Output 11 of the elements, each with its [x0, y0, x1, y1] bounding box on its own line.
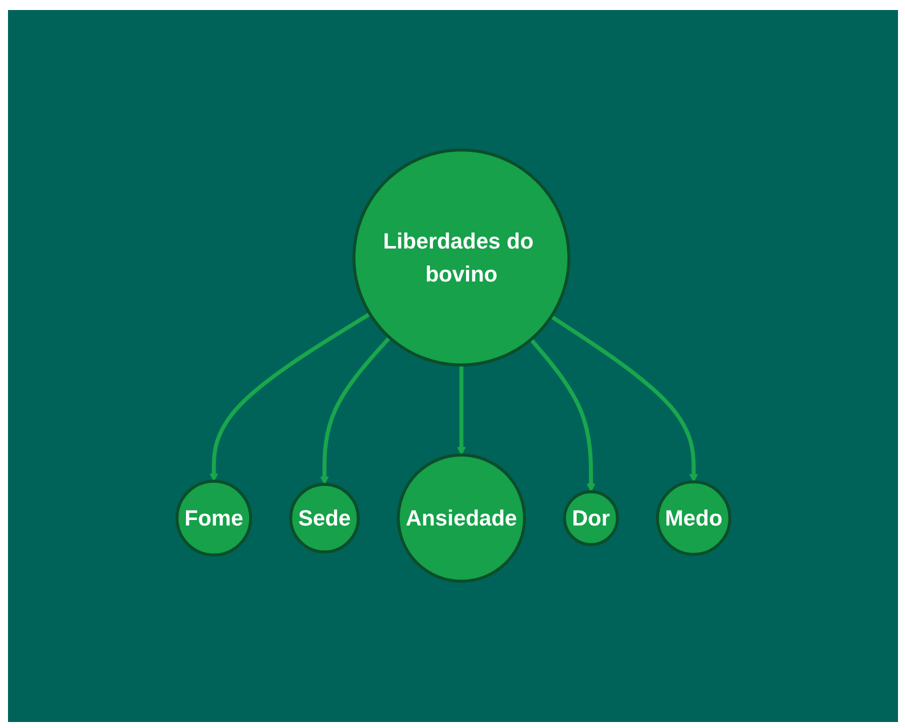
- arrow: [550, 315, 698, 483]
- arrow: [209, 312, 370, 482]
- node-circle: Sede: [288, 483, 360, 554]
- node-circle: Dor: [562, 490, 618, 546]
- node-circle: Fome: [175, 480, 252, 557]
- arrow: [529, 338, 595, 492]
- arrow: [320, 336, 391, 486]
- node-circle: Liberdades do bovino: [352, 148, 570, 367]
- arrow: [456, 365, 466, 456]
- node-circle: Ansiedade: [396, 454, 526, 584]
- node-circle: Medo: [655, 480, 731, 556]
